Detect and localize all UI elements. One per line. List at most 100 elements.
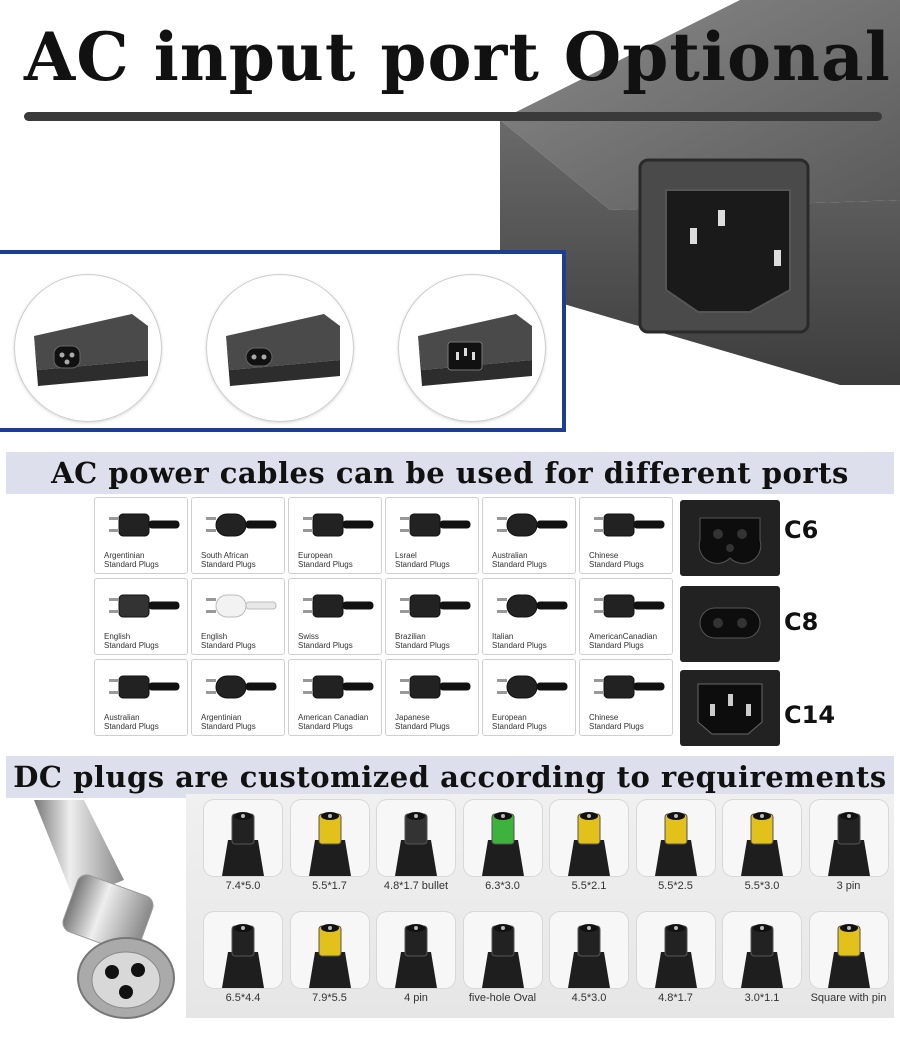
dc-plug-photo	[636, 800, 715, 876]
plug-icon	[497, 594, 568, 618]
plug-icon	[400, 513, 471, 537]
round-connector-photo	[34, 800, 175, 1019]
plug-icon	[109, 513, 180, 537]
dc-plug-label: 5.5*2.1	[571, 880, 607, 892]
plug-type-card: Italian Standard Plugs	[482, 578, 576, 655]
dc-plug-label: 3 pin	[836, 880, 861, 892]
port-c6-image	[680, 500, 780, 576]
port-label-c6: C6	[784, 516, 819, 544]
dc-plug-label: 5.5*2.5	[658, 880, 693, 892]
dc-plug-photo	[550, 800, 628, 876]
dc-plug-item: 6.3*3.0	[460, 796, 546, 896]
adapter-variant-c6	[14, 274, 162, 422]
dc-plug-label: 6.5*4.4	[225, 992, 261, 1004]
plug-type-card: European Standard Plugs	[288, 497, 382, 574]
port-label-c8: C8	[784, 608, 819, 636]
plug-icon	[109, 594, 180, 618]
dc-plug-photo	[377, 800, 455, 876]
dc-plug-label: Square with pin	[810, 992, 887, 1004]
plug-icon	[303, 594, 374, 618]
cables-heading: AC power cables can be used for differen…	[6, 452, 894, 494]
plug-icon	[594, 594, 665, 618]
plug-label: Brazilian Standard Plugs	[395, 632, 450, 650]
dc-plug-label: 7.9*5.5	[312, 992, 347, 1004]
plug-type-card: Lsrael Standard Plugs	[385, 497, 479, 574]
plug-icon	[594, 675, 665, 699]
plug-type-card: AmericanCanadian Standard Plugs	[579, 578, 673, 655]
adapter-c14-photo	[500, 0, 900, 385]
plug-label: South African Standard Plugs	[201, 551, 256, 569]
dc-plug-photo	[463, 800, 542, 876]
plug-type-card: Argentinian Standard Plugs	[94, 497, 188, 574]
dc-plug-item: 5.5*2.1	[546, 796, 632, 896]
dc-plug-photo	[550, 912, 628, 988]
dc-plug-item: 4 pin	[373, 908, 459, 1008]
dc-plug-photo	[463, 912, 542, 988]
port-c8-image	[680, 586, 780, 662]
dc-plug-label: 7.4*5.0	[225, 880, 261, 892]
dc-plug-item: 3 pin	[806, 796, 892, 896]
plug-label: Chinese Standard Plugs	[589, 551, 644, 569]
dc-plug-item: 7.9*5.5	[287, 908, 373, 1008]
plug-type-card: Australian Standard Plugs	[482, 497, 576, 574]
plug-icon	[206, 675, 277, 699]
plug-type-card: European Standard Plugs	[482, 659, 576, 736]
plug-label: English Standard Plugs	[201, 632, 256, 650]
dc-plug-photo	[204, 800, 282, 876]
plug-type-card: Chinese Standard Plugs	[579, 659, 673, 736]
plug-label: AmericanCanadian Standard Plugs	[589, 632, 658, 650]
plug-type-card: English Standard Plugs	[191, 578, 285, 655]
dc-plug-label: 4.5*3.0	[571, 992, 607, 1004]
dc-plug-item: 4.8*1.7 bullet	[373, 796, 459, 896]
dc-plug-photo	[636, 912, 715, 988]
plug-label: Australian Standard Plugs	[492, 551, 547, 569]
dc-plug-label: 5.5*3.0	[744, 880, 780, 892]
plug-label: Chinese Standard Plugs	[589, 713, 644, 731]
plug-icon	[303, 513, 374, 537]
dc-plug-label: 4 pin	[404, 992, 428, 1004]
dc-plug-photo	[723, 912, 801, 988]
dc-plug-photo	[290, 912, 369, 988]
plug-type-card: American Canadian Standard Plugs	[288, 659, 382, 736]
plug-label: Argentinian Standard Plugs	[201, 713, 256, 731]
adapter-variant-c14	[398, 274, 546, 422]
plug-label: Swiss Standard Plugs	[298, 632, 353, 650]
plug-type-card: Swiss Standard Plugs	[288, 578, 382, 655]
plug-label: Australian Standard Plugs	[104, 713, 159, 731]
dc-plug-item: five-hole Oval	[460, 908, 546, 1008]
plug-type-card: Australian Standard Plugs	[94, 659, 188, 736]
plug-type-card: Argentinian Standard Plugs	[191, 659, 285, 736]
dc-plug-label: 4.8*1.7 bullet	[383, 880, 449, 892]
dc-plug-label: five-hole Oval	[468, 992, 537, 1004]
plug-types-grid: Argentinian Standard Plugs South African …	[94, 497, 674, 739]
plug-icon	[206, 513, 277, 537]
dc-plugs-grid: 7.4*5.0 5.5*1.7 4.8*1.7 bullet 6.3*3.0 5.5*2…	[186, 794, 894, 1018]
plug-label: Argentinian Standard Plugs	[104, 551, 159, 569]
plug-icon	[497, 675, 568, 699]
plug-type-card: South African Standard Plugs	[191, 497, 285, 574]
plug-type-card: Brazilian Standard Plugs	[385, 578, 479, 655]
title-underline	[24, 112, 882, 121]
plug-label: European Standard Plugs	[492, 713, 547, 731]
plug-type-card: Chinese Standard Plugs	[579, 497, 673, 574]
plug-icon	[109, 675, 180, 699]
dc-plug-label: 3.0*1.1	[744, 992, 780, 1004]
dc-plug-item: 5.5*1.7	[287, 796, 373, 896]
plug-label: American Canadian Standard Plugs	[298, 713, 369, 731]
dc-plug-photo	[290, 800, 369, 876]
dc-plug-label: 5.5*1.7	[312, 880, 347, 892]
dc-plug-item: 7.4*5.0	[200, 796, 286, 896]
dc-plug-label: 4.8*1.7	[658, 992, 693, 1004]
dc-plug-photo	[723, 800, 801, 876]
dc-plug-item: 6.5*4.4	[200, 908, 286, 1008]
dc-plug-item: 3.0*1.1	[719, 908, 805, 1008]
plug-type-card: Japanese Standard Plugs	[385, 659, 479, 736]
plug-label: Italian Standard Plugs	[492, 632, 547, 650]
dc-plug-photo	[809, 800, 888, 876]
dc-plug-photo	[204, 912, 282, 988]
plug-label: English Standard Plugs	[104, 632, 159, 650]
page-title: AC input port Optional	[24, 18, 891, 96]
dc-plug-item: 4.8*1.7	[633, 908, 719, 1008]
adapter-variants-frame	[0, 250, 566, 432]
adapter-variant-c8	[206, 274, 354, 422]
